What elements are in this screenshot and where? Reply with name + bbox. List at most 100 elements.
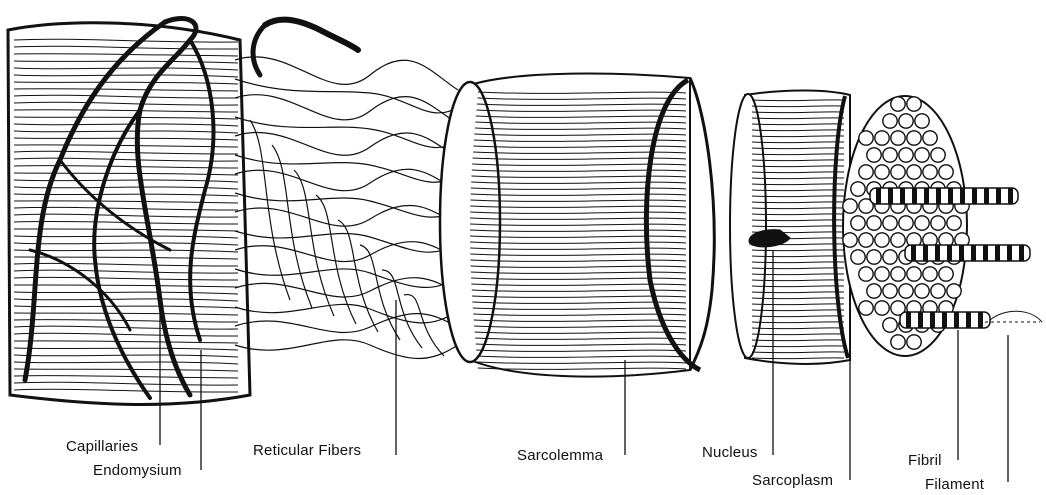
reticular-fibers-web	[235, 57, 458, 359]
fibril-cross-section	[899, 284, 913, 298]
fibril-cross-section	[891, 165, 905, 179]
connective-hatch-line	[14, 257, 238, 259]
connective-hatch-line	[14, 270, 238, 273]
fibril-striation	[947, 245, 952, 261]
connective-hatch-line	[14, 382, 238, 385]
fibril-cross-section	[859, 131, 873, 145]
fibril-cross-section	[843, 199, 857, 213]
fibril-cross-section	[883, 284, 897, 298]
connective-hatch-line	[14, 145, 238, 147]
connective-hatch-line	[14, 117, 238, 119]
fibril-cross-section	[859, 233, 873, 247]
connective-hatch-line	[14, 348, 238, 350]
connective-hatch-line	[14, 124, 238, 126]
reticular-fiber	[235, 155, 458, 182]
fibril-striation	[995, 245, 1000, 261]
connective-hatch-line	[14, 333, 238, 336]
fibril-cross-section	[875, 131, 889, 145]
fibril-cross-section	[947, 284, 961, 298]
label-endomysium: Endomysium	[93, 462, 182, 479]
fibril-striation	[996, 188, 1001, 204]
connective-hatch-line	[14, 158, 238, 161]
connective-hatch-line	[14, 326, 238, 329]
fibril-cross-section	[915, 148, 929, 162]
connective-hatch-line	[14, 166, 238, 168]
fibril-cross-section	[859, 165, 873, 179]
fibril-cross-section	[843, 233, 857, 247]
reticular-fiber	[404, 295, 444, 356]
connective-hatch-line	[14, 89, 238, 91]
fibril-cross-section	[891, 97, 905, 111]
fibril-striation	[936, 188, 941, 204]
connective-hatch-line	[14, 151, 238, 154]
fibril-striation	[983, 245, 988, 261]
connective-hatch-line	[14, 299, 238, 301]
connective-hatch-line	[14, 214, 238, 217]
fibril-striation	[923, 245, 928, 261]
fibril-cross-section	[915, 114, 929, 128]
connective-hatch-line	[14, 341, 238, 343]
fibril-cross-section	[931, 148, 945, 162]
fibril-cross-section	[947, 216, 961, 230]
fibril-cross-section	[907, 131, 921, 145]
fibril-cross-section	[907, 165, 921, 179]
reticular-fiber	[235, 117, 458, 148]
connective-hatch-line	[14, 102, 238, 105]
fibril-cross-section	[891, 267, 905, 281]
fibril-striation	[942, 312, 947, 328]
fibril-cross-section	[875, 301, 889, 315]
fibril-cross-section	[907, 97, 921, 111]
fibril-cross-section	[875, 233, 889, 247]
fibril-striation	[1019, 245, 1024, 261]
fibril-striation	[959, 245, 964, 261]
reticular-fiber	[235, 269, 458, 287]
fibril-cross-section	[883, 114, 897, 128]
reticular-fiber	[338, 220, 378, 332]
connective-hatch-line	[14, 263, 238, 266]
fibril-cross-section	[915, 284, 929, 298]
fibril-striation	[948, 188, 953, 204]
fibril-cross-section	[907, 335, 921, 349]
reticular-fiber	[250, 120, 290, 300]
connective-hatch-line	[14, 250, 238, 252]
label-sarcoplasm: Sarcoplasm	[752, 472, 833, 489]
connective-hatch-line	[14, 236, 238, 238]
fibril-striation	[935, 245, 940, 261]
fibril-cross-section	[931, 216, 945, 230]
fibril-striation	[900, 188, 905, 204]
connective-hatch-line	[14, 313, 238, 315]
reticular-fiber	[272, 145, 312, 308]
connective-hatch-line	[14, 389, 238, 392]
fibril-cross-section	[859, 301, 873, 315]
fibril-cross-section	[883, 250, 897, 264]
connective-hatch-line	[14, 277, 238, 280]
fibril-cross-section	[883, 216, 897, 230]
fibril-striation	[930, 312, 935, 328]
fibril-cross-section	[883, 148, 897, 162]
connective-hatch-line	[14, 95, 238, 98]
fibril-cross-section	[883, 318, 897, 332]
fibril-striation	[978, 312, 983, 328]
fibril-cross-section	[851, 182, 865, 196]
fibril-cross-section	[875, 267, 889, 281]
label-fibril: Fibril	[908, 452, 942, 469]
fibril-cross-section	[923, 267, 937, 281]
reticular-fiber	[382, 270, 422, 348]
fibril-cross-section	[867, 216, 881, 230]
fibril-cross-section	[915, 216, 929, 230]
fibril-striation	[888, 188, 893, 204]
fibril-cross-section	[923, 165, 937, 179]
reticular-fiber	[294, 170, 334, 316]
connective-hatch-line	[14, 376, 238, 378]
fibril-cross-section	[875, 165, 889, 179]
reticular-fiber	[235, 57, 458, 90]
fibril-cross-section	[859, 267, 873, 281]
fibril-striation	[906, 312, 911, 328]
fibril-cross-section	[867, 148, 881, 162]
connective-hatch-line	[14, 306, 238, 308]
fibril-striation	[966, 312, 971, 328]
connective-hatch-line	[14, 61, 238, 63]
connective-hatch-line	[14, 173, 238, 175]
connective-hatch-line	[14, 207, 238, 210]
fibril-striation	[984, 188, 989, 204]
